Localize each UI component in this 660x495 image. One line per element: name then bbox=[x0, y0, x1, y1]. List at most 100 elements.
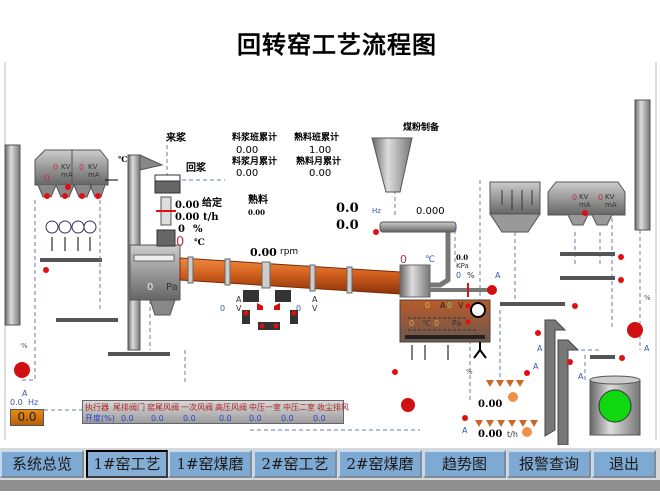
feed-percent-unit: % bbox=[193, 224, 203, 235]
preheater-temp-unit: ℃ bbox=[118, 154, 128, 164]
executor-value: 0.0 bbox=[313, 414, 326, 423]
executor-name: 中压一室 bbox=[249, 403, 281, 412]
screw-conveyor-left-3 bbox=[108, 352, 170, 356]
executor-value: 0.0 bbox=[151, 414, 164, 423]
cooler-air-inlets bbox=[411, 345, 449, 360]
executor-value: 0.0 bbox=[219, 414, 232, 423]
right-fan-current-unit: A bbox=[644, 344, 650, 353]
primary-valve-value: 0 bbox=[456, 271, 462, 280]
cooler-v-unit: V bbox=[458, 301, 464, 310]
coal-value-2: 0.0 bbox=[336, 218, 359, 233]
screw-conveyor bbox=[560, 276, 615, 280]
left-esp-f1-value: 0 bbox=[53, 163, 59, 172]
cooler-valve-unit: % bbox=[466, 368, 473, 376]
cooler-temp-unit: ℃ bbox=[422, 319, 431, 328]
right-esp-f2-kv: KV bbox=[605, 193, 615, 201]
flow-value: 0.00 bbox=[175, 212, 200, 223]
nav-kiln2-process[interactable]: 2#窑工艺 bbox=[253, 450, 337, 478]
screw-conveyor bbox=[590, 355, 615, 359]
feed-temp: 0 bbox=[176, 235, 185, 250]
executor-value: 0.0 bbox=[249, 414, 262, 423]
slurry-feed-tank bbox=[154, 174, 181, 247]
elevator-2-current-unit: A bbox=[533, 362, 539, 371]
status-light bbox=[567, 359, 573, 365]
exhaust-fan-right bbox=[627, 322, 643, 338]
nav-kiln2-coal-mill[interactable]: 2#窑煤磨 bbox=[338, 450, 422, 478]
slurry-month-value: 0.00 bbox=[236, 168, 259, 179]
screw-conveyor-left-2 bbox=[56, 318, 118, 322]
cooler-pressure: 0 bbox=[434, 319, 440, 328]
left-esp-f1-ma: mA bbox=[61, 171, 73, 179]
right-electrostatic-precipitator bbox=[547, 181, 626, 226]
executor-value: 0.0 bbox=[183, 414, 196, 423]
kiln-head-pressure-unit: KPa bbox=[456, 262, 469, 270]
executor-value: 0.0 bbox=[281, 414, 294, 423]
executor-name: 高压风阀 bbox=[215, 403, 247, 412]
blower-fan bbox=[401, 398, 415, 412]
elevator-1-current-unit: A bbox=[537, 344, 543, 353]
nav-alarm-query[interactable]: 报警查询 bbox=[507, 450, 591, 478]
preheater-pressure: 0 bbox=[147, 282, 154, 293]
clinker-shift-value: 1.00 bbox=[309, 145, 332, 156]
status-light bbox=[392, 369, 398, 375]
output-value-2: 0.00 bbox=[478, 429, 503, 440]
slurry-shift-label: 料浆班累计 bbox=[232, 133, 278, 143]
cooler-a-value: 0 bbox=[425, 301, 431, 310]
left-esp-side-value: 0 bbox=[44, 174, 50, 184]
kiln-drive bbox=[242, 290, 298, 330]
clinker-value: 0.00 bbox=[248, 208, 266, 217]
kiln-head-temp-unit: ℃ bbox=[425, 255, 436, 265]
executor-row-label: 开度(%) bbox=[85, 414, 115, 423]
nav-kiln1-coal-mill[interactable]: 1#窑煤磨 bbox=[168, 450, 252, 478]
kiln-tail-exhaust-fan bbox=[14, 362, 30, 378]
feed-temp-unit: ℃ bbox=[194, 238, 205, 248]
left-motor-a: A bbox=[236, 295, 242, 304]
executor-name: 尾排阀门 bbox=[113, 403, 145, 412]
feed-value: 0.00 bbox=[175, 200, 200, 211]
cooler-pressure-unit: Pa bbox=[452, 319, 462, 328]
status-light bbox=[618, 254, 624, 260]
right-esp-f2-value: 0 bbox=[598, 193, 604, 202]
right-motor-value: 0 bbox=[296, 304, 302, 313]
right-motor-v: V bbox=[312, 304, 318, 313]
kiln-hood bbox=[399, 264, 431, 298]
right-esp-f1-ma: mA bbox=[579, 201, 591, 209]
nav-system-overview[interactable]: 系统总览 bbox=[0, 450, 84, 478]
nav-kiln1-process[interactable]: 1#窑工艺 bbox=[86, 450, 168, 478]
left-esp-f2-value: 0 bbox=[79, 163, 85, 172]
page-title: 回转窑工艺流程图 bbox=[237, 30, 437, 59]
weigh-feeder bbox=[522, 427, 532, 437]
cooler-v-value: 0 bbox=[447, 301, 453, 310]
right-esp-f2-ma: mA bbox=[605, 201, 617, 209]
status-light bbox=[43, 267, 49, 273]
output-current-unit: A bbox=[462, 426, 468, 435]
primary-fan-unit: A bbox=[495, 271, 501, 280]
coal-feeder-value: 0.000 bbox=[416, 206, 445, 217]
bucket-elevator-1 bbox=[544, 319, 567, 437]
nav-exit[interactable]: 退出 bbox=[592, 450, 656, 478]
cooler-a-unit: A bbox=[440, 301, 446, 310]
primary-air-pipe bbox=[430, 232, 451, 288]
executor-name: 中压二室 bbox=[283, 403, 315, 412]
coal-hz-unit: Hz bbox=[372, 207, 381, 215]
left-esp-f2-kv: KV bbox=[88, 163, 98, 171]
setpoint-label: 给定 bbox=[202, 198, 222, 209]
output-value-1: 0.00 bbox=[478, 399, 503, 410]
left-fan-a-unit: A bbox=[22, 389, 28, 398]
flow-unit: t/h bbox=[203, 212, 219, 223]
grate-cooler bbox=[399, 299, 491, 359]
left-fan-display: 0.0 bbox=[10, 409, 44, 426]
left-motor-v: V bbox=[236, 304, 242, 313]
executor-header: 执行器 bbox=[85, 403, 109, 412]
status-light bbox=[535, 330, 541, 336]
status-light bbox=[618, 277, 624, 283]
screw-conveyor-left bbox=[40, 258, 102, 262]
clinker-shift-label: 熟料班累计 bbox=[294, 133, 340, 143]
nav-trend-chart[interactable]: 趋势图 bbox=[423, 450, 506, 478]
return-slurry-label: 回浆 bbox=[186, 163, 206, 174]
clinker-feeders bbox=[475, 380, 538, 427]
feed-percent: 0 bbox=[178, 224, 185, 235]
right-chimney bbox=[634, 99, 651, 231]
executor-panel: 执行器尾排阀门窑尾风阀一次风阀高压风阀中压一室中压二室收尘排风 开度(%)0.0… bbox=[82, 400, 349, 424]
